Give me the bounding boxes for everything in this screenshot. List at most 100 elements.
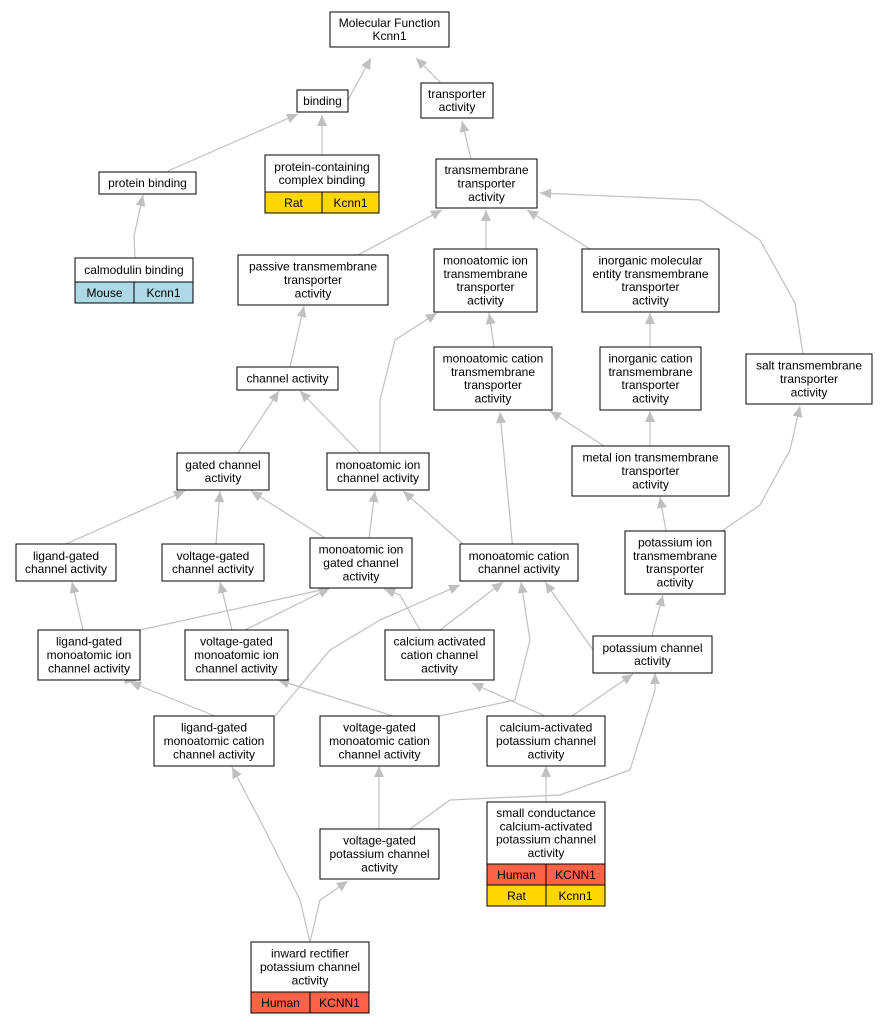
node-label: calmodulin binding (84, 263, 183, 277)
edge-arrowhead (251, 491, 263, 502)
node-box (459, 543, 579, 582)
node-label: inorganic cation (608, 352, 692, 366)
edge-arrowhead (517, 582, 528, 594)
node-box (581, 248, 720, 313)
node-label: transporter (646, 562, 704, 576)
node-potassium-ion-tm-transporter[interactable]: potassium iontransmembranetransporteract… (624, 530, 726, 595)
node-label: activity (292, 973, 329, 987)
node-channel-activity[interactable]: channel activity (236, 366, 339, 391)
node-binding[interactable]: binding (296, 89, 349, 113)
node-label: activity (343, 569, 380, 583)
edge-arrowhead (496, 412, 507, 424)
node-box (296, 89, 349, 113)
edge-line (439, 581, 531, 717)
edge-arrowhead (545, 582, 556, 594)
node-protein-binding[interactable]: protein binding (98, 171, 197, 195)
edge-line (167, 113, 299, 172)
node-inorganic-cation-tm-transporter[interactable]: inorganic cationtransmembranetransporter… (599, 346, 702, 411)
edge-arrowhead (645, 313, 655, 324)
node-label: activity (421, 661, 458, 675)
node-label: ligand-gated (56, 635, 122, 649)
edge-arrowhead (447, 584, 460, 594)
edge-arrowhead (285, 113, 298, 123)
node-label: salt transmembrane (756, 359, 862, 373)
node-label: activity (295, 286, 332, 300)
edge-line (244, 587, 331, 631)
node-label: activity (634, 654, 671, 668)
node-label: transporter (428, 87, 486, 101)
node-label: voltage-gated (177, 549, 250, 563)
edge-line (129, 681, 216, 717)
node-label: channel activity (337, 471, 419, 485)
edge-arrowhead (485, 313, 496, 325)
edge-arrowhead (214, 491, 225, 503)
node-small-conductance-ca-k-channel[interactable]: small conductancecalcium-activatedpotass… (486, 801, 606, 907)
node-label: transporter (284, 273, 342, 287)
edge-arrowhead (317, 115, 327, 126)
node-label: transmembrane (451, 365, 535, 379)
edge-line (539, 192, 804, 355)
node-label: channel activity (478, 562, 560, 576)
gene-label: KCNN1 (555, 868, 596, 882)
node-label: transmembrane (633, 549, 717, 563)
edge-arrowhead (459, 121, 470, 133)
node-label: binding (303, 94, 342, 108)
node-label: voltage-gated (200, 635, 273, 649)
node-label: monoatomic ion (47, 648, 132, 662)
edge-arrowhead (172, 490, 185, 501)
node-label: potassium channel (260, 960, 360, 974)
node-label: channel activity (172, 562, 254, 576)
node-box (319, 715, 440, 767)
node-label: monoatomic ion (336, 458, 421, 472)
node-box (326, 452, 430, 491)
node-box (37, 629, 141, 681)
node-label: inorganic molecular (598, 254, 702, 268)
node-monoatomic-cation-tm-transporter[interactable]: monoatomic cationtransmembranetransporte… (433, 346, 553, 411)
edge-arrowhead (425, 313, 437, 324)
edge-arrowhead (472, 682, 485, 693)
node-label: complex binding (279, 173, 366, 187)
edge-line (237, 390, 280, 454)
edge-line (250, 490, 326, 539)
node-label: monoatomic cation (329, 734, 430, 748)
node-label: activity (791, 385, 828, 399)
node-box (98, 171, 197, 195)
edge-line (274, 584, 461, 717)
species-label: Rat (507, 889, 526, 903)
node-metal-ion-tm-transporter[interactable]: metal ion transmembranetransporteractivi… (571, 445, 730, 497)
edge-arrowhead (655, 595, 665, 607)
node-label: cation channel (401, 648, 478, 662)
node-box (571, 445, 730, 497)
node-label: channel activity (173, 747, 255, 761)
node-monoatomic-ion-tm-transporter[interactable]: monoatomic iontransmembranetransporterac… (433, 248, 538, 313)
edge-arrowhead (69, 582, 80, 594)
node-label: transmembrane (443, 267, 527, 281)
edge-line (526, 209, 591, 250)
edge-line (379, 312, 438, 453)
node-box (236, 366, 339, 391)
node-box (237, 254, 389, 306)
